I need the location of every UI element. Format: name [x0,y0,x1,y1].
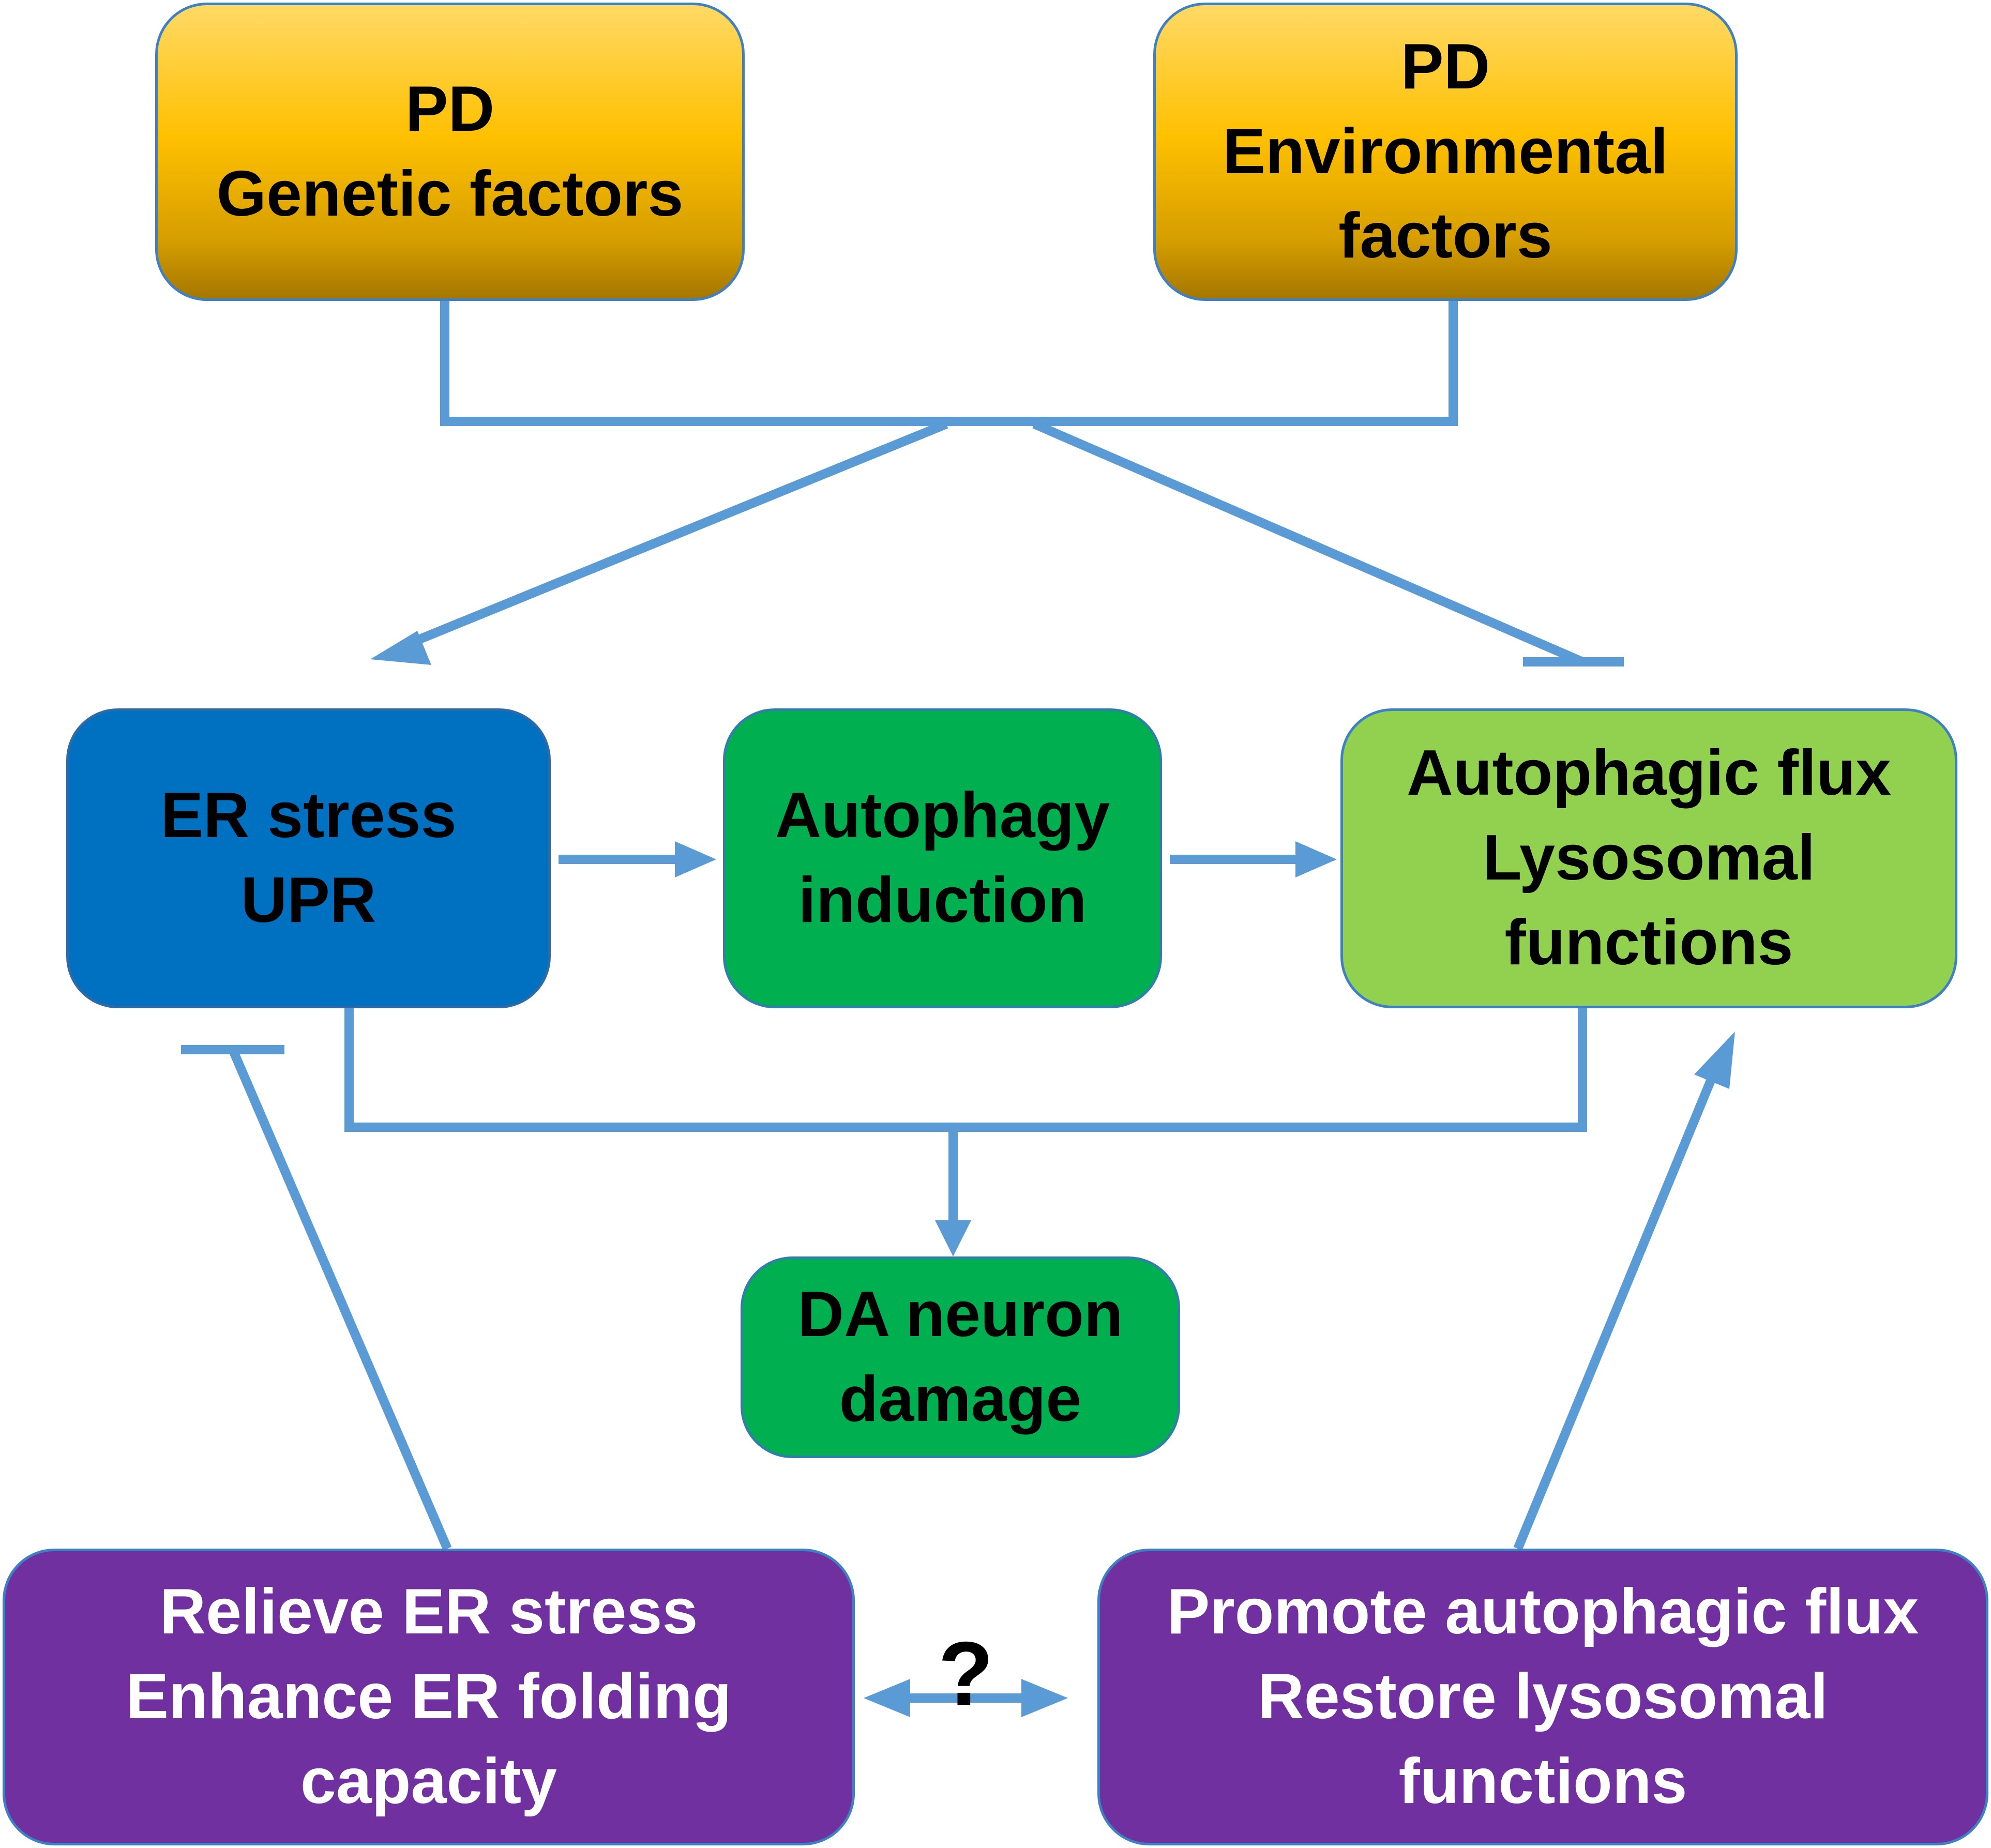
promote-autophagic-flux-box: Promote autophagic flux Restore lysosoma… [1097,1549,1988,1845]
promote-to-flux-line [1513,1076,1716,1551]
environmental-factors-line-1: PD [1400,31,1490,102]
autophagy-induction-line-1: Autophagy [775,780,1110,852]
da-neuron-arrowhead [935,1220,971,1256]
relieve-er-line-1: Relieve ER stress [159,1576,698,1648]
autophagy-induction-box: Autophagy induction [723,708,1162,1008]
da-neuron-line-1: DA neuron [797,1279,1123,1351]
autophagic-flux-box: Autophagic flux Lysosomal functions [1340,708,1957,1008]
da-neuron-damage-box: DA neuron damage [741,1256,1180,1458]
autophagic-flux-line-1: Autophagic flux [1407,737,1891,809]
factors-to-autophagic-flux-line [1032,419,1585,667]
environmental-factors-line-3: factors [1338,200,1552,272]
relieve-er-stress-box: Relieve ER stress Enhance ER folding cap… [3,1549,855,1845]
factors-to-er-stress-line [406,419,948,648]
autophagy-induction-line-2: induction [798,865,1087,936]
autophagy-arrowhead [675,841,716,877]
promote-flux-line-1: Promote autophagic flux [1167,1576,1919,1648]
factors-merge-connector [440,301,1458,426]
bidirectional-right-arrowhead [1021,1679,1068,1717]
er-stress-line-2: UPR [240,865,376,936]
er-stress-box: ER stress UPR [66,708,551,1008]
environmental-factors-box: PD Environmental factors [1153,3,1738,301]
er-stress-line-1: ER stress [160,780,457,852]
autophagic-flux-line-2: Lysosomal [1482,822,1816,894]
er-stress-arrowhead [370,631,431,665]
environmental-factors-line-2: Environmental [1223,115,1668,187]
promote-flux-line-2: Restore lysosomal [1258,1661,1828,1733]
relieve-to-er-stress-line [228,1048,452,1551]
relieve-er-line-2: Enhance ER folding [126,1661,732,1733]
autophagic-flux-line-3: functions [1504,906,1793,978]
genetic-factors-line-2: Genetic factors [216,158,684,230]
question-mark: ? [938,1624,993,1724]
relieve-er-line-3: capacity [300,1745,557,1817]
da-neuron-line-2: damage [839,1364,1082,1435]
bidirectional-left-arrowhead [864,1679,910,1717]
promote-flux-line-3: functions [1398,1745,1687,1817]
genetic-factors-box: PD Genetic factors [155,3,745,301]
damage-merge-connector [344,1008,1587,1132]
genetic-factors-line-1: PD [405,73,495,145]
flux-arrowhead [1295,841,1337,877]
promote-arrowhead [1694,1032,1735,1089]
